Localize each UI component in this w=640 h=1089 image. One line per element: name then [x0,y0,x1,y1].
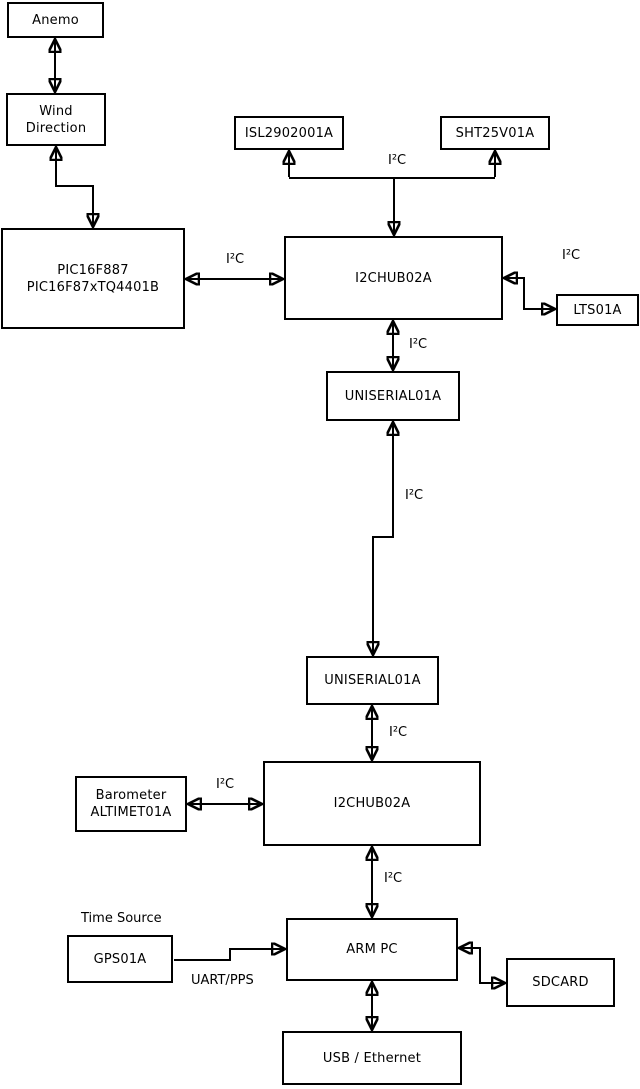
edge-label-i2c-hub-sensors: I²C [388,153,407,168]
node-lts01a: LTS01A [556,294,639,326]
node-i2chub02a-lower-label: I2CHUB02A [333,796,411,811]
node-sht25v01a-label: SHT25V01A [455,125,535,141]
node-usb-ethernet-label: USB / Ethernet [322,1050,422,1066]
node-isl2902001a: ISL2902001A [234,116,344,150]
node-pic16f887: PIC16F887 PIC16F87xTQ4401B [1,228,185,329]
edge-label-i2c-uniserial-hub-lower: I²C [389,725,408,740]
node-arm-pc-label: ARM PC [346,942,398,957]
node-sht25v01a: SHT25V01A [440,116,550,150]
node-anemo: Anemo [7,2,104,38]
node-sdcard-label: SDCARD [532,975,589,990]
node-barometer-altimet01a: Barometer ALTIMET01A [75,776,187,832]
node-i2chub02a-upper-label: I2CHUB02A [355,270,432,286]
connector-wind-pic [56,147,93,227]
node-usb-ethernet: USB / Ethernet [282,1031,462,1085]
connector-armpc-sdcard [459,948,505,983]
node-barometer-altimet01a-label: Barometer ALTIMET01A [90,788,172,820]
edge-label-i2c-barometer-hub: I²C [216,777,235,792]
node-i2chub02a-upper: I2CHUB02A [284,236,503,320]
node-anemo-label: Anemo [32,12,79,28]
node-sdcard: SDCARD [506,958,615,1007]
node-wind-direction-label: Wind Direction [25,103,87,136]
connector-gps-armpc [174,949,285,961]
annotation-time-source: Time Source [81,911,162,926]
edge-label-i2c-pic-hub: I²C [226,252,245,267]
node-i2chub02a-lower: I2CHUB02A [263,761,481,846]
node-lts01a-label: LTS01A [573,302,622,318]
node-wind-direction: Wind Direction [6,93,106,146]
node-gps01a-label: GPS01A [93,951,147,967]
edge-label-i2c-hub-uniserial-upper: I²C [409,337,428,352]
edge-label-uart-pps: UART/PPS [191,973,254,988]
node-gps01a: GPS01A [67,935,173,983]
node-isl2902001a-label: ISL2902001A [244,125,334,141]
node-uniserial01a-upper-label: UNISERIAL01A [344,388,442,404]
node-uniserial01a-lower: UNISERIAL01A [306,656,439,705]
node-arm-pc: ARM PC [286,918,458,981]
node-uniserial01a-upper: UNISERIAL01A [326,371,460,421]
edge-label-i2c-uniserial-link: I²C [405,488,424,503]
node-pic16f887-label: PIC16F887 PIC16F87xTQ4401B [26,262,160,295]
connector-i2chub-upper-lts01a [504,278,555,309]
edge-label-i2c-hub-lts: I²C [562,248,581,263]
node-uniserial01a-lower-label: UNISERIAL01A [324,673,421,688]
edge-label-i2c-hub-armpc: I²C [384,871,403,886]
connector-uniserial-link [373,422,393,655]
